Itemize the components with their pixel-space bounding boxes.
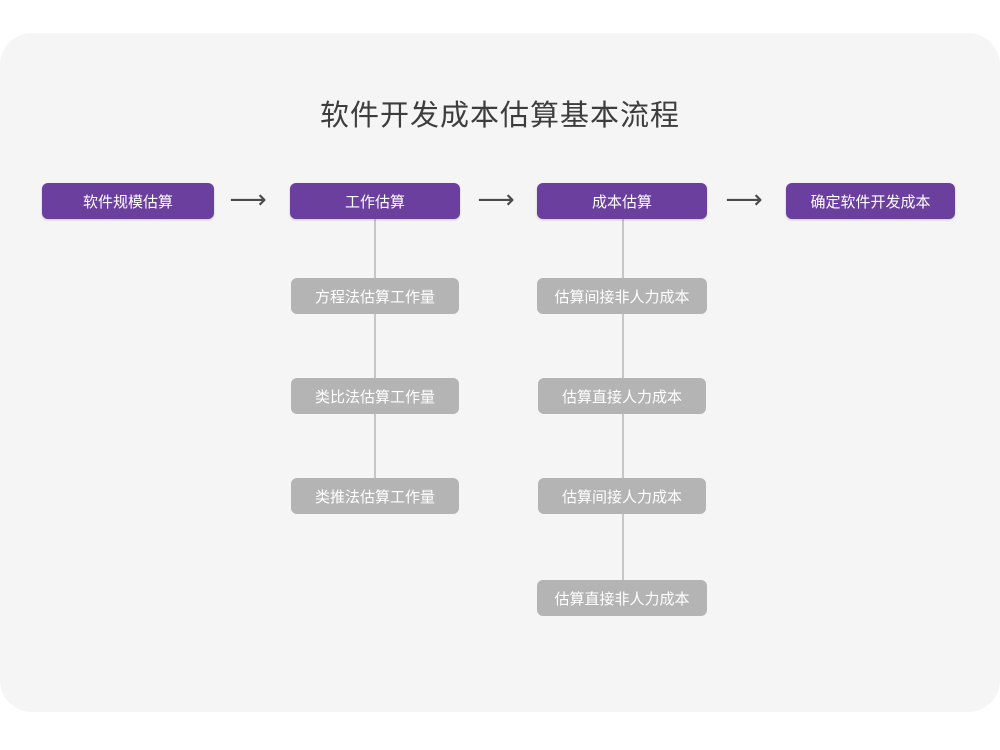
arrow-cost-to-final: ⟶ — [725, 185, 763, 215]
stage-box-determine-development-cost[interactable]: 确定软件开发成本 — [786, 183, 955, 219]
arrow-work-to-cost: ⟶ — [477, 185, 515, 215]
sub-box-indirect-nonlabor-cost[interactable]: 估算间接非人力成本 — [537, 278, 707, 314]
page-title: 软件开发成本估算基本流程 — [319, 100, 680, 132]
sub-box-inference-method-workload[interactable]: 类推法估算工作量 — [291, 478, 459, 514]
diagram-card — [0, 33, 1000, 712]
sub-box-equation-method-workload[interactable]: 方程法估算工作量 — [291, 278, 459, 314]
arrow-scale-to-work: ⟶ — [229, 185, 267, 215]
sub-box-direct-nonlabor-cost[interactable]: 估算直接非人力成本 — [537, 580, 707, 616]
connector-line-work-estimation — [374, 219, 376, 498]
sub-box-indirect-labor-cost[interactable]: 估算间接人力成本 — [538, 478, 706, 514]
stage-box-cost-estimation[interactable]: 成本估算 — [537, 183, 707, 219]
sub-box-direct-labor-cost[interactable]: 估算直接人力成本 — [538, 378, 706, 414]
stage-box-work-estimation[interactable]: 工作估算 — [290, 183, 460, 219]
stage-box-software-scale-estimation[interactable]: 软件规模估算 — [42, 183, 214, 219]
sub-box-analogy-method-workload[interactable]: 类比法估算工作量 — [291, 378, 459, 414]
